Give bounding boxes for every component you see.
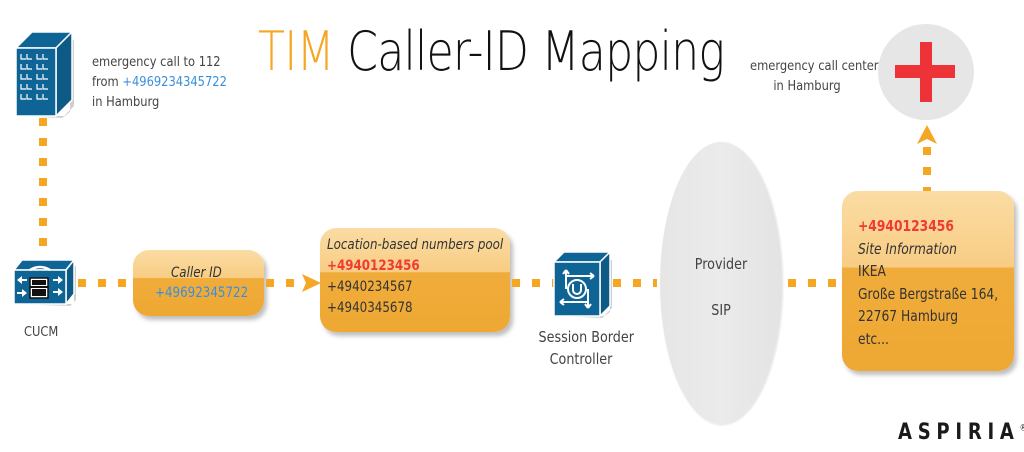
caller-id-number: +49692345722 bbox=[155, 285, 249, 301]
destination-line-1: emergency call center bbox=[750, 58, 879, 74]
site-heading: Site Information bbox=[858, 239, 957, 258]
title-accent: TIM bbox=[258, 20, 335, 83]
source-description: emergency call to 112 from +496923434572… bbox=[92, 52, 227, 112]
session-border-controller-icon bbox=[552, 250, 612, 318]
arrow-right-icon bbox=[302, 274, 321, 292]
sbc-label-line-1: Session Border bbox=[538, 328, 634, 346]
red-cross-icon bbox=[895, 42, 955, 102]
sbc-label-line-2: Controller bbox=[549, 350, 613, 368]
connector-provider-site bbox=[788, 279, 838, 287]
numbers-pool-box: Location-based numbers pool +4940123456 … bbox=[320, 228, 510, 332]
site-line: 22767 Hamburg bbox=[858, 307, 959, 325]
source-line-3: in Hamburg bbox=[92, 94, 160, 110]
connector-cucm-callerid bbox=[78, 279, 134, 287]
connector-pool-sbc bbox=[512, 279, 554, 287]
site-information-box: +4940123456 Site Information IKEA Große … bbox=[842, 191, 1014, 371]
site-line: etc... bbox=[858, 329, 889, 348]
provider-sip-cloud: Provider SIP bbox=[660, 142, 782, 424]
destination-description: emergency call center in Hamburg bbox=[750, 56, 879, 96]
sbc-label: Session Border Controller bbox=[538, 326, 634, 370]
arrow-up-icon bbox=[917, 125, 937, 144]
source-number: +4969234345722 bbox=[122, 74, 227, 90]
connector-sbc-provider bbox=[613, 279, 657, 287]
pool-selected-number: +4940123456 bbox=[327, 258, 420, 274]
pool-content: Location-based numbers pool +4940123456 … bbox=[327, 235, 503, 319]
site-content: +4940123456 Site Information IKEA Große … bbox=[858, 215, 998, 350]
connector-site-callcenter bbox=[923, 147, 931, 191]
pool-heading: Location-based numbers pool bbox=[327, 237, 504, 253]
caller-id-box: Caller ID +49692345722 bbox=[133, 250, 264, 316]
building-icon bbox=[14, 30, 74, 118]
source-line-2: from +4969234345722 bbox=[92, 72, 227, 92]
site-line: IKEA bbox=[858, 262, 886, 280]
logo-text: ASPIRIA bbox=[898, 420, 1020, 445]
source-line-1: emergency call to 112 bbox=[92, 54, 221, 70]
source-from-label: from bbox=[92, 74, 123, 90]
provider-label: Provider bbox=[694, 255, 748, 273]
registered-mark: ® bbox=[1020, 424, 1024, 434]
title-main: Caller-ID Mapping bbox=[347, 20, 725, 83]
pool-number: +4940234567 bbox=[327, 279, 413, 295]
sip-label: SIP bbox=[711, 301, 731, 319]
destination-line-2: in Hamburg bbox=[773, 78, 841, 94]
site-line: Große Bergstraße 164, bbox=[858, 284, 999, 303]
site-number: +4940123456 bbox=[858, 217, 954, 235]
caller-id-heading: Caller ID bbox=[171, 265, 222, 281]
page-title: TIM Caller-ID Mapping bbox=[258, 20, 725, 83]
aspiria-logo: ASPIRIA® bbox=[898, 420, 1024, 445]
connector-building-cucm bbox=[39, 118, 47, 258]
call-manager-icon bbox=[12, 258, 76, 307]
pool-number: +4940345678 bbox=[327, 300, 413, 316]
cucm-label: CUCM bbox=[24, 324, 59, 340]
connector-callerid-pool bbox=[266, 279, 302, 287]
call-center-circle bbox=[878, 24, 974, 120]
